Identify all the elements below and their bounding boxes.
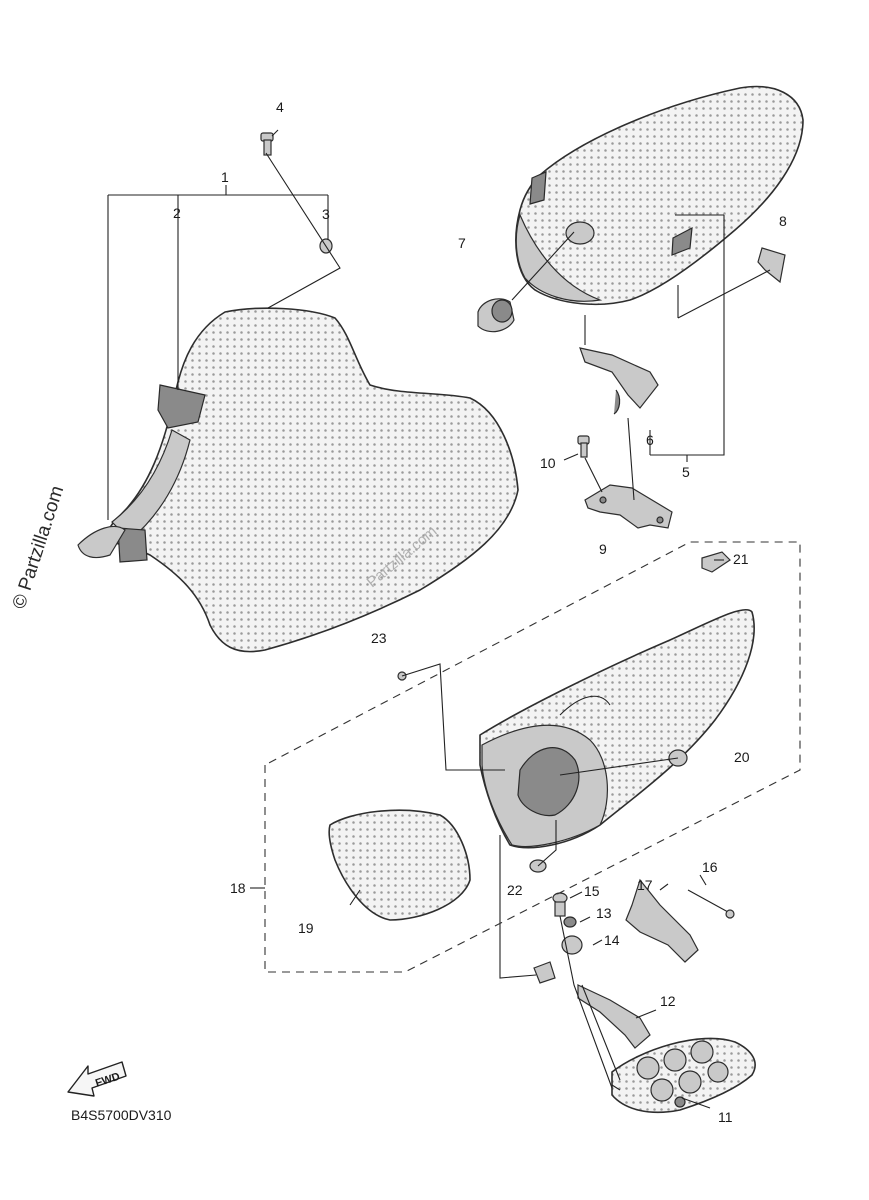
bracket-12[interactable] <box>577 984 651 1049</box>
callout-labels: 1 2 3 4 5 6 7 8 9 10 11 12 13 14 15 16 1… <box>173 99 787 1125</box>
passenger-seat[interactable] <box>515 85 804 306</box>
washer-13[interactable] <box>563 916 577 928</box>
clip-left[interactable] <box>533 961 556 984</box>
callout-3: 3 <box>322 206 330 222</box>
callout-5: 5 <box>682 464 690 480</box>
callout-17: 17 <box>637 877 653 893</box>
callout-9: 9 <box>599 541 607 557</box>
callout-20: 20 <box>734 749 750 765</box>
callout-12: 12 <box>660 993 676 1009</box>
drawing-code: B4S5700DV310 <box>71 1107 172 1123</box>
callout-22: 22 <box>507 882 523 898</box>
leader-lines <box>107 129 771 1109</box>
assembly-18-outline <box>264 541 801 973</box>
callout-2: 2 <box>173 205 181 221</box>
forward-direction-arrow-icon: FWD <box>67 1061 127 1097</box>
bolt-15[interactable] <box>552 892 568 917</box>
callout-13: 13 <box>596 905 612 921</box>
callout-18: 18 <box>230 880 246 896</box>
bracket-17[interactable] <box>625 878 699 963</box>
callout-11: 11 <box>718 1109 733 1125</box>
bracket-9[interactable] <box>584 484 673 529</box>
callout-21: 21 <box>733 551 749 567</box>
seat-cowl[interactable] <box>479 608 755 849</box>
callout-10: 10 <box>540 455 556 471</box>
bolt-10[interactable] <box>577 435 590 458</box>
callout-1: 1 <box>221 169 229 185</box>
grommet-21[interactable] <box>701 551 731 573</box>
cable-16[interactable] <box>687 889 735 919</box>
callout-23: 23 <box>371 630 387 646</box>
clip-8[interactable] <box>757 247 786 284</box>
bolt-4[interactable] <box>260 132 274 156</box>
callout-6: 6 <box>646 432 654 448</box>
callout-19: 19 <box>298 920 314 936</box>
callout-15: 15 <box>584 883 600 899</box>
damper-7[interactable] <box>477 298 515 333</box>
tray-11[interactable] <box>611 1037 756 1114</box>
seat-clip[interactable] <box>157 384 206 429</box>
callout-4: 4 <box>276 99 284 115</box>
hook-6[interactable] <box>579 347 659 415</box>
callout-14: 14 <box>604 932 620 948</box>
rider-seat[interactable] <box>77 307 519 653</box>
partzilla-watermark: © Partzilla.com <box>9 483 69 611</box>
callout-8: 8 <box>779 213 787 229</box>
callout-7: 7 <box>458 235 466 251</box>
cowl-pad-19[interactable] <box>328 809 471 921</box>
callout-16: 16 <box>702 859 718 875</box>
